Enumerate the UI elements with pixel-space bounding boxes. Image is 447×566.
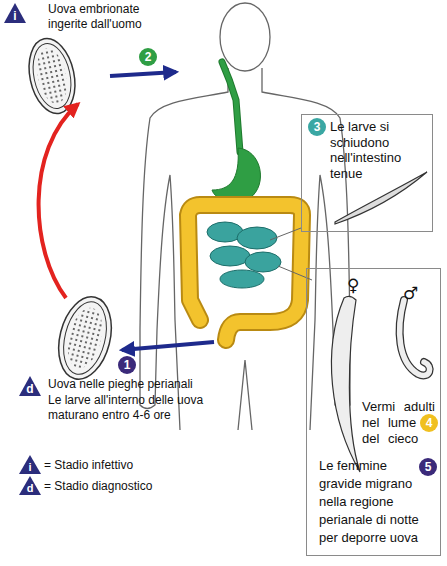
- legend-text: = Stadio infettivo: [44, 458, 194, 473]
- cycle-arrow: [39, 104, 78, 298]
- stage-note: Uova nelle pieghe perianali: [48, 377, 228, 392]
- circle-shape: [139, 48, 157, 66]
- callout-number: 2: [139, 48, 157, 66]
- callout-number: 5: [419, 458, 437, 476]
- female-worm: [331, 296, 360, 472]
- marker-letter: i: [4, 3, 26, 23]
- stage-note: Le larve all'interno delle uova maturano…: [48, 393, 228, 423]
- legend-letter: i: [19, 455, 41, 474]
- egg-illustration: [23, 34, 82, 117]
- marker-letter: d: [19, 376, 41, 396]
- triangle-shape: [4, 3, 26, 23]
- cycle-arrow: [110, 72, 176, 76]
- sex-symbol: ♂: [403, 283, 425, 303]
- circle-shape: [308, 118, 326, 136]
- stage-description: Le femmine gravide migrano nella regione…: [319, 457, 423, 547]
- triangle-shape: [19, 376, 41, 396]
- stage-box: Le larve si schiudono nell'intestino ten…: [301, 114, 433, 232]
- egg-illustration: [51, 291, 120, 385]
- stage-marker: d: [19, 376, 41, 396]
- stage-note: Uova embrionate ingerite dall'uomo: [48, 2, 166, 32]
- callout-circle: 5: [419, 458, 437, 476]
- stage-marker: i: [4, 3, 26, 23]
- male-worm: [400, 300, 430, 375]
- legend-swatch: [19, 455, 41, 474]
- callout-circle: 1: [118, 356, 136, 374]
- stage-description: Le larve si schiudono nell'intestino ten…: [330, 119, 422, 181]
- cycle-arrow: [122, 342, 214, 350]
- callout-number: 4: [420, 414, 438, 432]
- circle-shape: [419, 458, 437, 476]
- stage-box: ♀♂Vermi adulti nel lume del ciecoLe femm…: [306, 268, 441, 556]
- callout-number: 1: [118, 356, 136, 374]
- legend-swatch: [19, 476, 41, 495]
- callout-circle: 2: [139, 48, 157, 66]
- callout-circle: 4: [420, 414, 438, 432]
- male-worm: [400, 300, 430, 375]
- circle-shape: [420, 414, 438, 432]
- circle-shape: [118, 356, 136, 374]
- callout-circle: 3: [308, 118, 326, 136]
- digestive-tract: [188, 62, 302, 340]
- callout-number: 3: [308, 118, 326, 136]
- legend-text: = Stadio diagnostico: [44, 479, 194, 494]
- human-silhouette: [140, 3, 350, 430]
- legend-letter: d: [19, 476, 41, 495]
- sex-symbol: ♀: [347, 275, 369, 295]
